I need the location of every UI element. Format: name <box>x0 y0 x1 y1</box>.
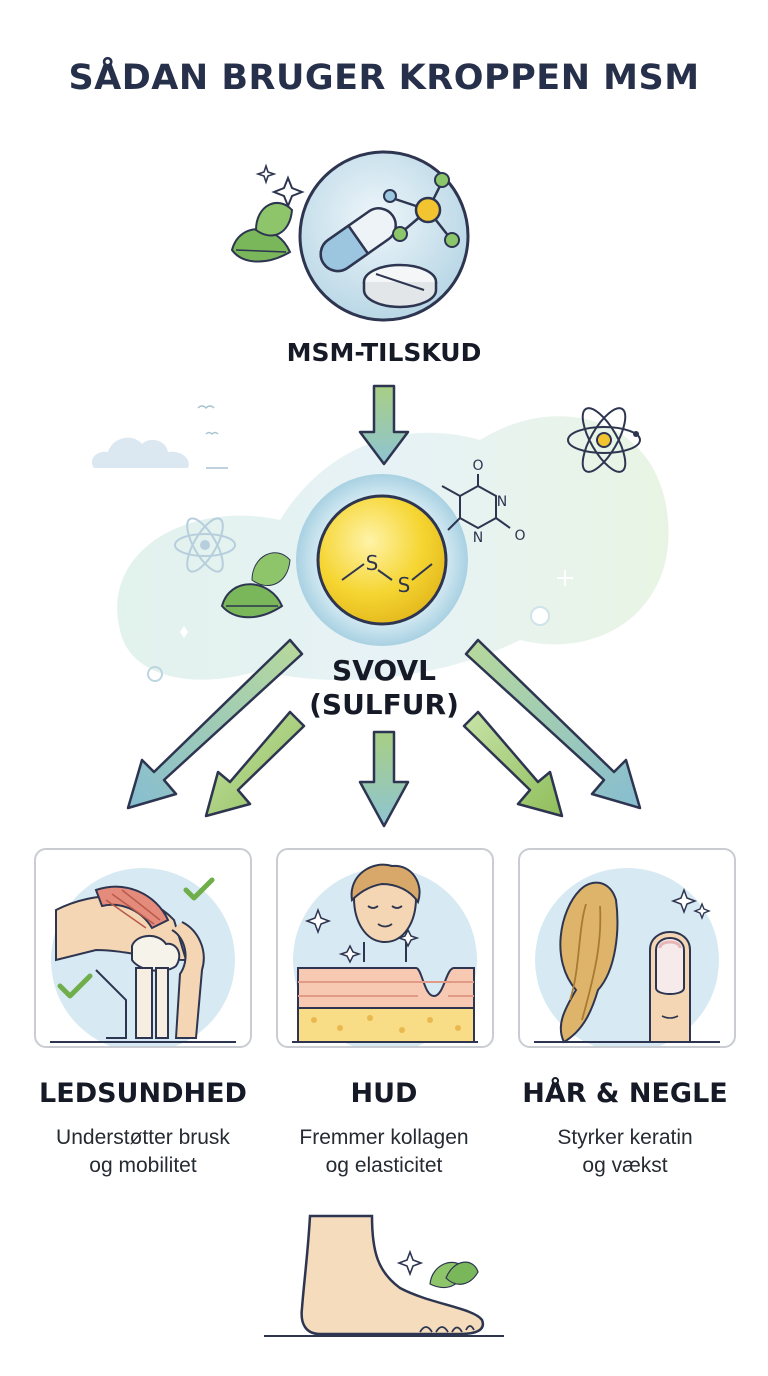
sulfur-atom-1: S <box>366 551 379 575</box>
cloud-decoration <box>91 405 228 469</box>
hair-nail-icon <box>534 868 720 1046</box>
arrow-center <box>358 730 410 828</box>
sulfur-label-line1: SVOVL <box>332 654 436 687</box>
hair-nails-card <box>518 848 736 1048</box>
oxygen-atom-top: O <box>472 458 483 474</box>
nitrogen-atom-top: N <box>497 494 507 510</box>
foot-icon <box>264 1214 504 1337</box>
atom-icon <box>567 407 641 473</box>
sulfur-sphere-icon: S S O N O N <box>220 458 526 646</box>
skin-title: HUD <box>350 1078 418 1109</box>
arrow-inner-right <box>462 710 564 818</box>
sulfur-label: SVOVL (SULFUR) <box>234 654 534 722</box>
distribution-arrows <box>126 638 642 828</box>
nitrogen-atom-bottom: N <box>473 530 483 546</box>
page-title: SÅDAN BRUGER KROPPEN MSM <box>68 58 700 98</box>
joint-health-description: Understøtter brusk og mobilitet <box>18 1124 268 1180</box>
pill-molecule-icon <box>230 150 470 322</box>
joint-health-title: LEDSUNDHED <box>39 1078 247 1109</box>
skin-description: Fremmer kollagen og elasticitet <box>259 1124 509 1180</box>
joint-health-desc-line2: og mobilitet <box>89 1154 197 1177</box>
arrow-far-left <box>126 638 304 810</box>
hair-nails-desc-line1: Styrker keratin <box>557 1126 693 1149</box>
hair-nails-title: HÅR & NEGLE <box>522 1078 728 1109</box>
sulfur-atom-2: S <box>398 573 411 597</box>
joint-health-card <box>34 848 252 1048</box>
hair-nails-description: Styrker keratin og vækst <box>500 1124 750 1180</box>
down-arrow-icon <box>358 384 410 466</box>
arrow-far-right <box>464 638 642 810</box>
skin-face-icon <box>292 863 478 1046</box>
msm-supplement-label: MSM-TILSKUD <box>286 338 482 367</box>
hair-nails-desc-line2: og vækst <box>582 1154 668 1177</box>
atom-faded-icon <box>174 517 236 573</box>
skin-desc-line2: og elasticitet <box>325 1154 443 1177</box>
skin-desc-line1: Fremmer kollagen <box>299 1126 469 1149</box>
arrow-inner-left <box>204 710 306 818</box>
skin-card <box>276 848 494 1048</box>
oxygen-atom-right: O <box>514 528 525 544</box>
joint-health-desc-line1: Understøtter brusk <box>56 1126 230 1149</box>
knee-joint-icon <box>50 868 236 1046</box>
sulfur-label-line2: (SULFUR) <box>309 688 459 721</box>
